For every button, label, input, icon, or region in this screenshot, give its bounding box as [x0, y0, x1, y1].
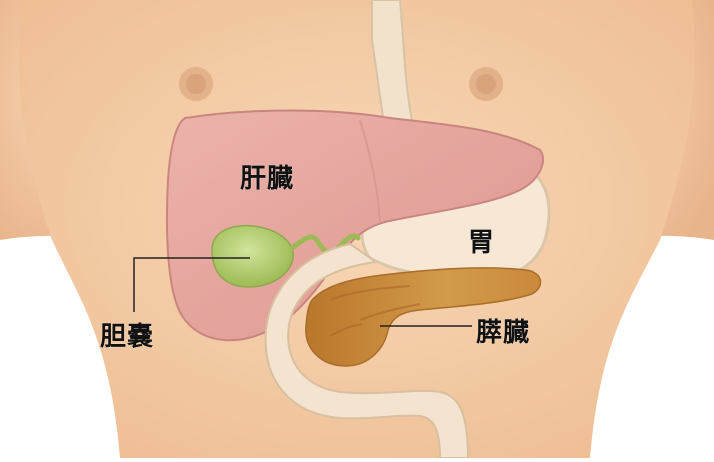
- stomach-label: 胃: [468, 222, 495, 259]
- pancreas-label: 膵臓: [476, 312, 530, 349]
- gallbladder-label: 胆嚢: [100, 316, 154, 353]
- liver-label: 肝臓: [240, 158, 294, 195]
- gallbladder: [212, 226, 293, 287]
